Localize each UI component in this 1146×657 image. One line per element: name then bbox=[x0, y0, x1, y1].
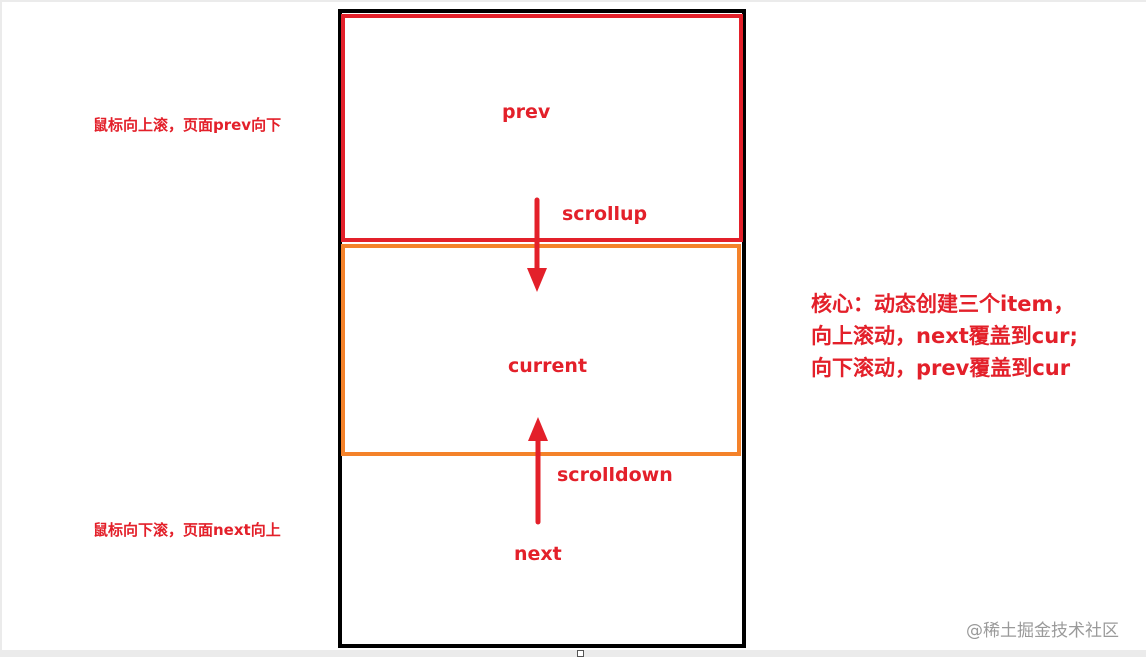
prev-label: prev bbox=[502, 101, 551, 123]
viewport-container-box bbox=[338, 9, 746, 648]
scrolldown-label: scrolldown bbox=[557, 464, 673, 486]
current-label: current bbox=[508, 355, 588, 377]
watermark: @稀土掘金技术社区 bbox=[966, 621, 1119, 641]
scrolldown-arrow bbox=[528, 417, 548, 525]
scroll-down-note: 鼠标向下滚，页面next向上 bbox=[93, 521, 281, 539]
core-note-line: 向上滚动，next覆盖到cur; bbox=[811, 324, 1078, 348]
current-item-box bbox=[341, 244, 741, 456]
core-note-line: 核心：动态创建三个item， bbox=[811, 292, 1075, 316]
core-note: 核心：动态创建三个item， 向上滚动，next覆盖到cur; 向下滚动，pre… bbox=[811, 288, 1078, 384]
scrollup-arrow-head bbox=[527, 268, 547, 292]
scrolldown-arrow-head bbox=[528, 417, 548, 441]
prev-item-box bbox=[341, 14, 743, 242]
core-note-line: 向下滚动，prev覆盖到cur bbox=[811, 356, 1071, 380]
scrollup-arrow bbox=[527, 197, 547, 292]
scroll-up-note: 鼠标向上滚，页面prev向下 bbox=[93, 116, 282, 134]
next-label: next bbox=[514, 543, 562, 565]
scrollup-label: scrollup bbox=[562, 203, 648, 225]
resize-handle[interactable] bbox=[577, 650, 584, 657]
